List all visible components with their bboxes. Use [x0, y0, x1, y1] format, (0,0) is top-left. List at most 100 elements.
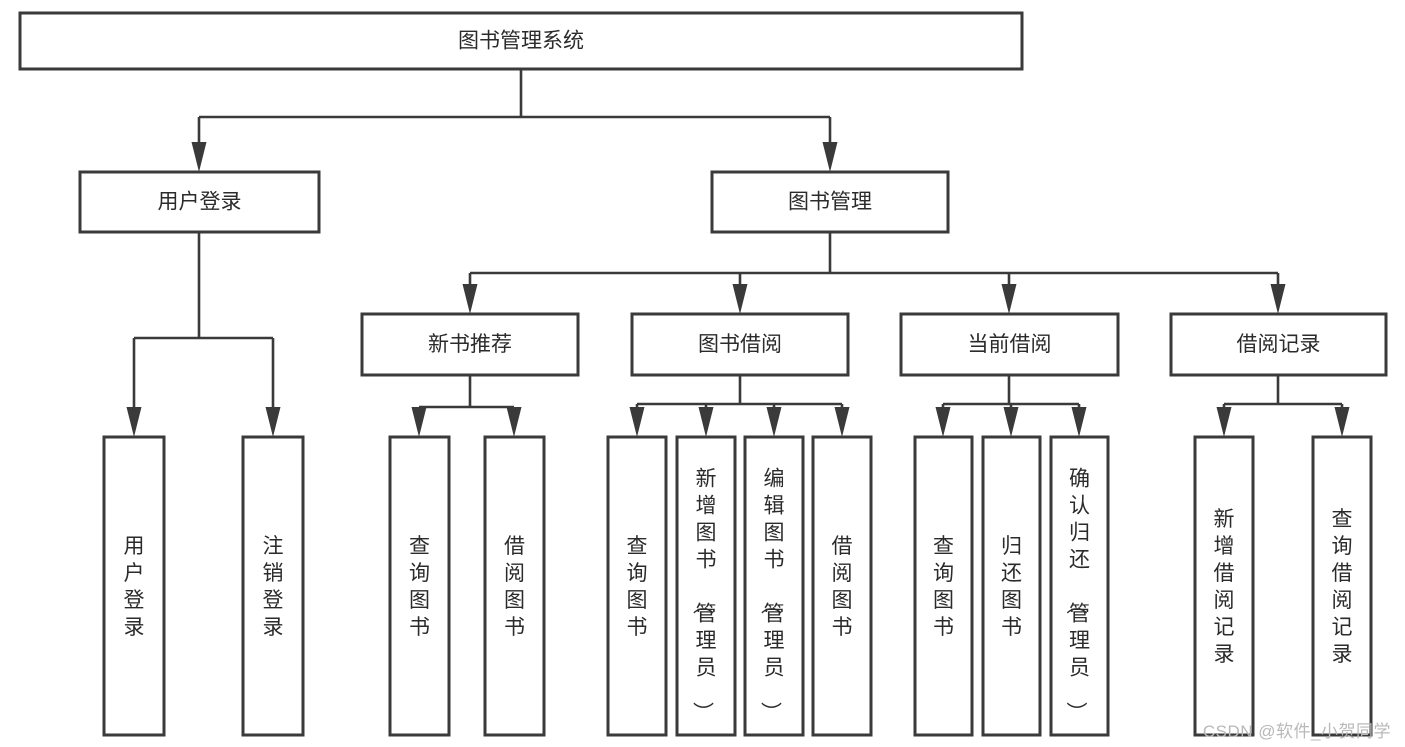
node-label-char: 辑: [764, 495, 785, 518]
node-label-char: 还: [1001, 562, 1022, 585]
node-box[interactable]: [241, 435, 305, 737]
arrow-head-icon: [822, 142, 838, 172]
node-box[interactable]: [360, 312, 580, 377]
node-box[interactable]: [710, 170, 950, 234]
node-label-char: 用: [124, 535, 145, 558]
arrow-head-icon: [1001, 284, 1017, 314]
node-level2-2[interactable]: 当前借阅: [899, 312, 1120, 377]
arrow-head-icon: [935, 407, 951, 437]
arrow-head-icon: [766, 407, 782, 437]
node-label: 注销登录: [263, 535, 284, 639]
node-label-char: 员: [764, 657, 785, 680]
node-leaf-10[interactable]: 确认归还（管理员）: [1049, 435, 1110, 737]
node-label: 借阅图书: [504, 535, 525, 639]
arrow-head-icon: [1334, 407, 1350, 437]
node-box[interactable]: [913, 435, 974, 737]
node-label: 借阅图书: [832, 535, 853, 639]
node-label-char: 书: [627, 616, 648, 639]
node-box[interactable]: [606, 435, 668, 737]
node-label: 当前借阅: [968, 333, 1052, 356]
node-level2-1[interactable]: 图书借阅: [630, 312, 850, 377]
node-label-char: 询: [409, 562, 430, 585]
node-label-char: 借: [1214, 562, 1235, 585]
node-box[interactable]: [981, 435, 1042, 737]
node-label: 新增图书（管理员）: [691, 468, 717, 723]
node-level1-0[interactable]: 用户登录: [78, 170, 321, 234]
node-leaf-9[interactable]: 归还图书: [981, 435, 1042, 737]
node-box[interactable]: [743, 435, 805, 737]
arrow-head-icon: [732, 284, 748, 314]
node-label-char: 员: [696, 657, 717, 680]
node-box[interactable]: [1049, 435, 1110, 737]
node-label-char: 询: [627, 562, 648, 585]
node-label-char: 书: [764, 549, 785, 572]
node-box[interactable]: [899, 312, 1120, 377]
node-label-char: 新: [1214, 508, 1235, 531]
node-leaf-8[interactable]: 查询图书: [913, 435, 974, 737]
node-label-char: 书: [696, 549, 717, 572]
node-label-char: 确: [1069, 468, 1090, 491]
node-label-char: 录: [1332, 643, 1353, 666]
node-leaf-3[interactable]: 借阅图书: [483, 435, 546, 737]
connector-book-mgmt-to-level2: [462, 232, 1286, 314]
connectors-layer: [126, 69, 1350, 437]
node-box[interactable]: [811, 435, 873, 737]
node-label: 查询图书: [409, 535, 430, 639]
node-label: 编辑图书（管理员）: [759, 468, 785, 723]
node-label-char: 管: [1069, 603, 1090, 626]
node-label-char: 图: [627, 589, 648, 612]
arrow-head-icon: [1071, 407, 1087, 437]
node-box[interactable]: [483, 435, 546, 737]
arrow-head-icon: [506, 407, 522, 437]
node-label-char: 录: [1214, 643, 1235, 666]
node-label-char: 管: [696, 603, 717, 626]
node-label: 用户登录: [158, 191, 242, 214]
node-leaf-0[interactable]: 用户登录: [102, 435, 166, 737]
arrow-head-icon: [1003, 407, 1019, 437]
node-label-char: 录: [263, 616, 284, 639]
node-label-char: 书: [504, 616, 525, 639]
connector-new-book-to-leaves: [411, 375, 522, 437]
node-box[interactable]: [630, 312, 850, 377]
arrow-head-icon: [411, 407, 427, 437]
node-label-char: 户: [124, 562, 145, 585]
node-box[interactable]: [1169, 312, 1388, 377]
node-box[interactable]: [78, 170, 321, 234]
arrow-head-icon: [1216, 407, 1232, 437]
node-box[interactable]: [1193, 435, 1255, 737]
node-label-char: 图: [696, 522, 717, 545]
arrow-head-icon: [834, 407, 850, 437]
node-label-char: 书: [1001, 616, 1022, 639]
node-box[interactable]: [675, 435, 737, 737]
node-label-char: 图: [832, 589, 853, 612]
node-leaf-1[interactable]: 注销登录: [241, 435, 305, 737]
node-box[interactable]: [102, 435, 166, 737]
node-leaf-4[interactable]: 查询图书: [606, 435, 668, 737]
node-leaf-7[interactable]: 借阅图书: [811, 435, 873, 737]
node-leaf-11[interactable]: 新增借阅记录: [1193, 435, 1255, 737]
node-level1-1[interactable]: 图书管理: [710, 170, 950, 234]
node-box[interactable]: [388, 435, 451, 737]
node-label-char: （: [691, 594, 714, 615]
node-box[interactable]: [1311, 435, 1373, 737]
node-label-char: ）: [759, 702, 782, 723]
node-label-char: 查: [627, 535, 648, 558]
node-leaf-2[interactable]: 查询图书: [388, 435, 451, 737]
node-label-char: （: [1064, 594, 1087, 615]
node-label-char: 登: [124, 589, 145, 612]
node-level2-3[interactable]: 借阅记录: [1169, 312, 1388, 377]
node-label-char: 登: [263, 589, 284, 612]
node-root-0[interactable]: 图书管理系统: [18, 11, 1024, 71]
node-level2-0[interactable]: 新书推荐: [360, 312, 580, 377]
node-leaf-6[interactable]: 编辑图书（管理员）: [743, 435, 805, 737]
node-box[interactable]: [18, 11, 1024, 71]
arrow-head-icon: [462, 284, 478, 314]
node-leaf-5[interactable]: 新增图书（管理员）: [675, 435, 737, 737]
node-label-char: 录: [124, 616, 145, 639]
node-label-char: 借: [1332, 562, 1353, 585]
node-label-char: 记: [1214, 616, 1235, 639]
arrow-head-icon: [191, 142, 207, 172]
node-leaf-12[interactable]: 查询借阅记录: [1311, 435, 1373, 737]
